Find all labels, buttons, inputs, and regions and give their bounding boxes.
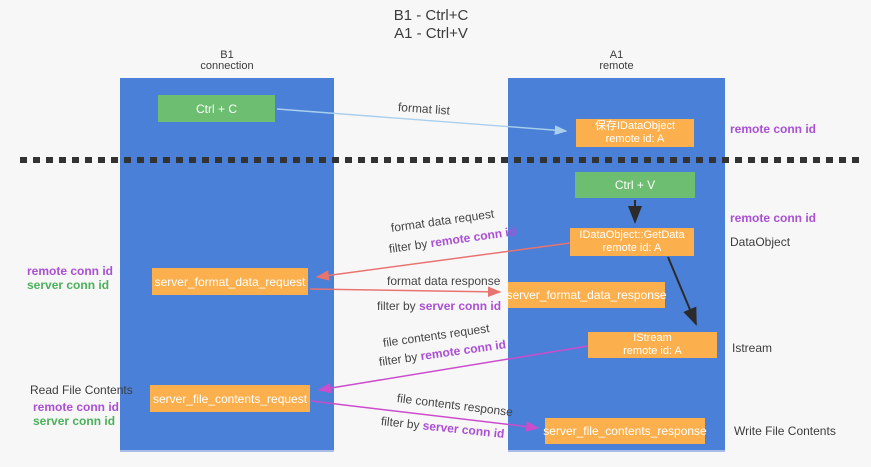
node-idataobject-getdata-remote-id: remote id: A <box>602 242 662 254</box>
annotation-istream: Istream <box>732 341 773 355</box>
node-server-file-contents-request-label: server_file_contents_request <box>152 391 308 406</box>
annotation-server-conn-id-left-2: server conn id <box>33 414 116 428</box>
annotation-server-conn-id-left: server conn id <box>27 278 110 292</box>
node-server-file-contents-response: server_file_contents_response <box>543 418 707 444</box>
node-ctrl-v-label: Ctrl + V <box>614 178 656 192</box>
server-conn-id-text: server conn id <box>422 418 506 441</box>
title-line-b1: B1 - Ctrl+C <box>393 7 469 24</box>
annotation-read-file-contents: Read File Contents <box>30 383 133 397</box>
annotation-remote-conn-id-top-right: remote conn id <box>730 122 817 136</box>
lane-header-b1: B1 connection <box>120 50 334 72</box>
annotation-conn-ids-left-bottom: remote conn id server conn id <box>33 400 119 428</box>
node-server-format-data-request-label: server_format_data_request <box>154 274 306 289</box>
node-server-format-data-response: server_format_data_response <box>506 282 667 308</box>
node-server-file-contents-response-label: server_file_contents_response <box>543 424 707 438</box>
annotation-write-file-contents: Write File Contents <box>734 424 836 438</box>
label-format-list: format list <box>397 100 451 118</box>
annotation-remote-conn-id-left: remote conn id <box>27 264 114 278</box>
node-idataobject-getdata-line1: IDataObject::GetData <box>579 229 685 241</box>
node-save-idataobject-remote-id: remote id: A <box>605 133 665 145</box>
server-conn-id-text: server conn id <box>419 299 502 313</box>
filter-by-text: filter by <box>380 414 424 433</box>
node-ctrl-c-label: Ctrl + C <box>195 101 237 116</box>
node-ctrl-v: Ctrl + V <box>575 172 695 198</box>
filter-by-text: filter by <box>388 236 432 256</box>
phase-separator-dashed-line <box>20 157 860 163</box>
node-idataobject-getdata: IDataObject::GetData remote id: A <box>570 228 694 256</box>
label-filter-by-server-conn-id-1: filter by server conn id <box>377 299 501 313</box>
node-istream-remote-id: remote id: A <box>623 345 682 357</box>
title-line-a1: A1 - Ctrl+V <box>394 25 468 42</box>
edge-format-data-response-arrow <box>309 286 502 298</box>
lane-b1-name: B1 <box>220 49 234 61</box>
node-save-idataobject: 保存IDataObject remote id: A <box>576 119 694 147</box>
filter-by-text: filter by <box>378 349 422 369</box>
remote-conn-id-text: remote conn id <box>429 224 517 251</box>
lane-a1-subtitle: remote <box>599 60 634 72</box>
annotation-conn-ids-left-top: remote conn id server conn id <box>27 264 113 292</box>
node-istream: IStream remote id: A <box>588 332 717 358</box>
node-save-idataobject-line1: 保存IDataObject <box>594 120 676 132</box>
node-istream-line1: IStream <box>633 332 672 344</box>
lane-b1-subtitle: connection <box>200 60 254 72</box>
annotation-remote-conn-id-mid-right: remote conn id <box>730 211 817 225</box>
label-filter-by-server-conn-id-2: filter by server conn id <box>380 414 505 441</box>
node-server-format-data-request: server_format_data_request <box>152 268 308 295</box>
node-server-file-contents-request: server_file_contents_request <box>150 385 310 412</box>
node-server-format-data-response-label: server_format_data_response <box>506 288 667 302</box>
label-format-data-response: format data response <box>387 274 501 288</box>
label-file-contents-response: file contents response <box>396 391 514 420</box>
lane-a1-name: A1 <box>609 49 624 61</box>
annotation-dataobject: DataObject <box>730 235 791 249</box>
annotation-remote-conn-id-left-2: remote conn id <box>33 400 120 414</box>
filter-by-text: filter by <box>377 299 420 313</box>
lane-header-a1: A1 remote <box>508 50 725 72</box>
diagram-title: B1 - Ctrl+C A1 - Ctrl+V <box>331 7 531 43</box>
node-ctrl-c: Ctrl + C <box>158 95 275 122</box>
